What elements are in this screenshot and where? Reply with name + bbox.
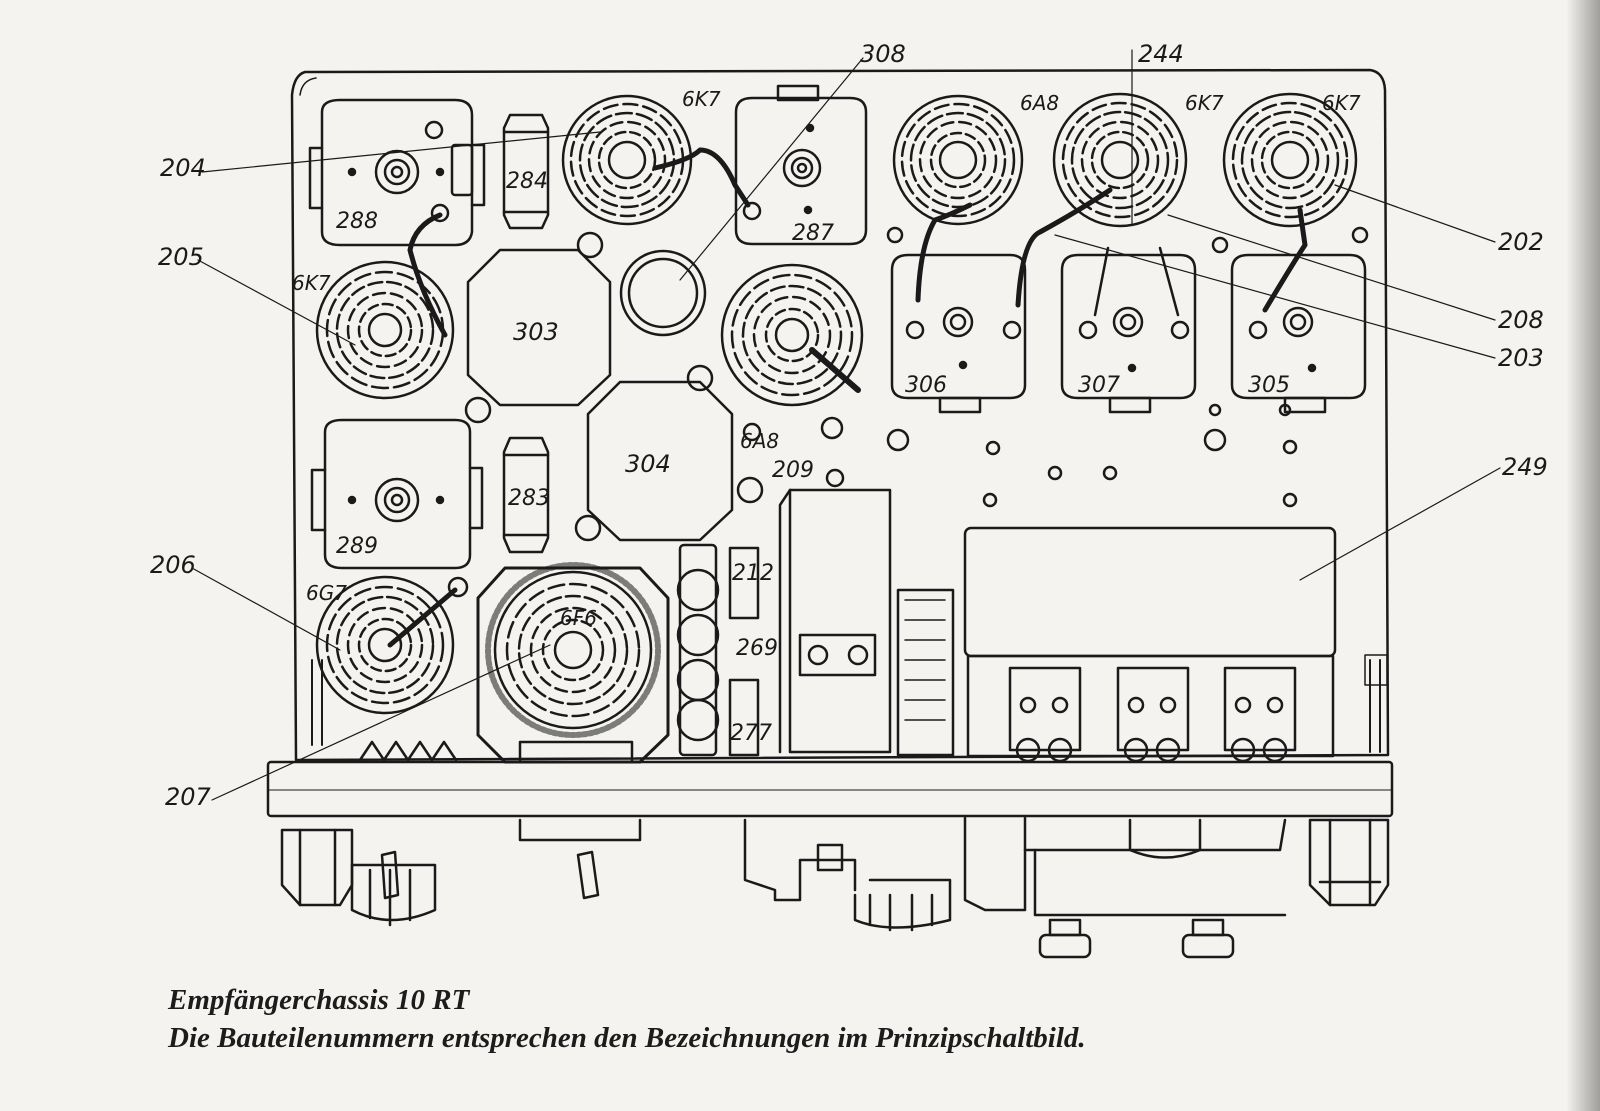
callout-244: 244	[1138, 40, 1184, 68]
tube-6k7-left	[315, 260, 455, 400]
tube-label-6g7: 6G7	[306, 581, 347, 605]
shield-can-289	[310, 418, 484, 570]
callout-308: 308	[860, 40, 906, 68]
callout-206: 206	[150, 551, 196, 579]
part-label-306: 306	[905, 373, 947, 398]
transformer-304	[574, 364, 734, 542]
tube-6g7	[315, 575, 455, 715]
page-edge-shadow	[1566, 0, 1600, 1111]
component-249	[963, 526, 1337, 763]
callout-207: 207	[165, 783, 212, 811]
part-label-307: 307	[1078, 373, 1120, 398]
front-panel	[266, 760, 1394, 818]
tube-6k7-top	[561, 94, 693, 226]
terminal-strip	[358, 740, 634, 764]
shield-can-287	[734, 84, 868, 246]
part-label-289: 289	[336, 534, 378, 559]
part-label-212: 212	[732, 561, 774, 586]
tube-label-6k7-left: 6K7	[292, 271, 331, 295]
tube-6f6	[476, 562, 670, 764]
part-label-304: 304	[625, 450, 671, 478]
socket-307	[1060, 246, 1197, 414]
callout-205: 205	[158, 243, 204, 271]
tube-6k7-center	[720, 263, 864, 407]
component-283	[502, 436, 550, 554]
callout-204: 204	[160, 154, 206, 182]
part-label-303: 303	[513, 318, 559, 346]
callout-249: 249	[1502, 453, 1548, 481]
caption-subtitle: Die Bauteilenummern entsprechen den Beze…	[168, 1022, 1086, 1054]
capacitor-strip-269	[676, 543, 760, 757]
callout-202: 202	[1498, 228, 1544, 256]
part-label-277: 277	[730, 721, 772, 746]
callout-208: 208	[1498, 306, 1544, 334]
tuning-drive	[778, 488, 955, 757]
front-controls	[280, 816, 1390, 959]
caption-title: Empfängerchassis 10 RT	[168, 984, 470, 1016]
part-label-269: 269	[736, 636, 778, 661]
tube-6a8-top	[892, 94, 1024, 226]
tube-label-6k7-right: 6K7	[1322, 91, 1361, 115]
leader-lines	[191, 49, 1501, 801]
transformer-303	[464, 231, 612, 424]
part-label-305: 305	[1248, 373, 1290, 398]
part-label-287: 287	[792, 221, 834, 246]
tube-label-6k7-mid: 6K7	[1185, 91, 1224, 115]
socket-306	[890, 253, 1027, 414]
tube-label-6a8-top: 6A8	[1020, 91, 1059, 115]
tube-6k7-mid	[1052, 92, 1188, 228]
part-label-209: 209	[772, 458, 814, 483]
callout-203: 203	[1498, 344, 1544, 372]
screws	[736, 226, 1369, 508]
part-label-284: 284	[506, 169, 548, 194]
ring-308	[619, 249, 707, 337]
tube-label-6k7-top: 6K7	[682, 87, 721, 111]
tube-6k7-right	[1222, 92, 1358, 228]
tube-label-6a8-center: 6A8	[740, 429, 779, 453]
shield-can-288	[308, 98, 486, 247]
part-label-288: 288	[336, 209, 378, 234]
tube-label-6f6: 6F6	[560, 606, 597, 630]
chassis-plate	[290, 68, 1390, 762]
part-label-283: 283	[508, 486, 550, 511]
component-284	[502, 113, 550, 230]
